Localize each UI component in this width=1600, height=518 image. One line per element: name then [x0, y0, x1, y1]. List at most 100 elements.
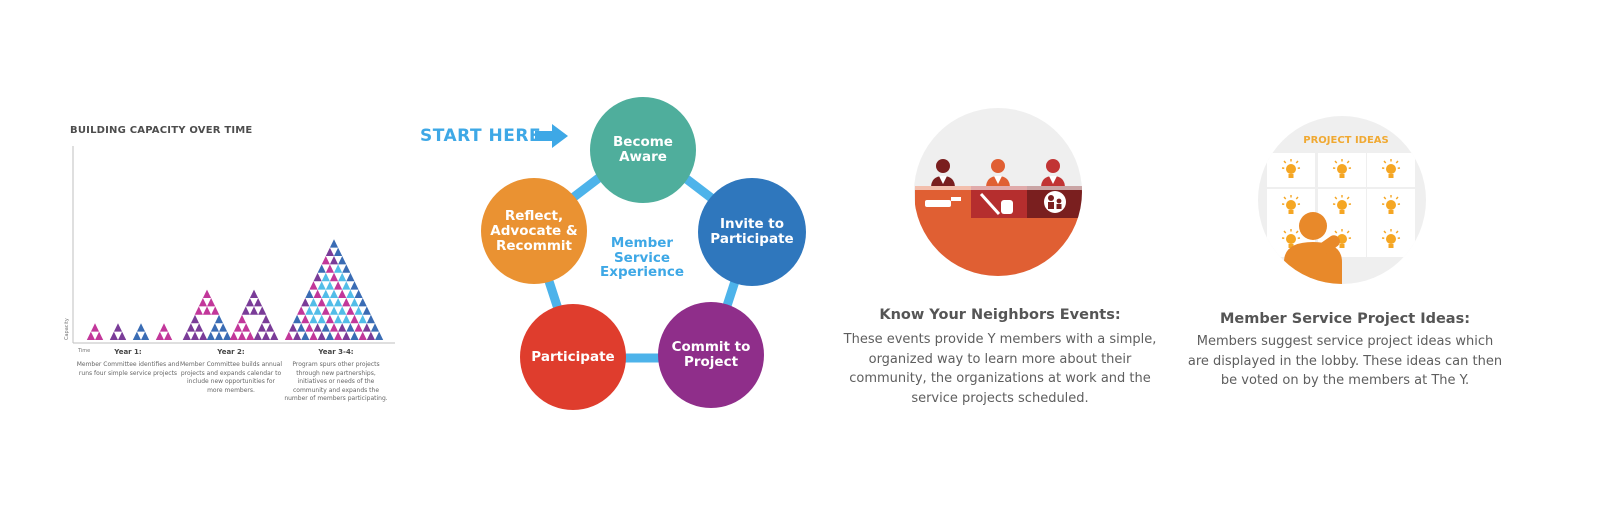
capacity-mark [334, 314, 343, 324]
capacity-mark [118, 331, 127, 340]
cycle-center-label: Member Service Experience [600, 235, 684, 280]
capacity-chart-graphic: Capacity Time [64, 146, 395, 354]
capacity-mark [245, 298, 254, 307]
capacity-mark [159, 323, 169, 332]
capacity-mark [309, 314, 318, 324]
capacity-mark [211, 306, 220, 315]
stage-become-aware: Become Aware [590, 97, 696, 203]
capacity-mark [317, 331, 326, 340]
capacity-mark [329, 272, 339, 282]
capacity-mark [214, 314, 224, 324]
capacity-mark [237, 331, 247, 340]
capacity-mark [198, 298, 207, 307]
ideas-desc-line: be voted on by the members at The Y. [1220, 373, 1470, 388]
capacity-mark [342, 281, 351, 290]
capacity-mark [113, 323, 123, 332]
capacity-mark [253, 331, 262, 340]
capacity-mark [206, 331, 215, 340]
capacity-mark [293, 331, 302, 340]
capacity-mark [297, 306, 306, 315]
capacity-mark [329, 256, 339, 265]
capacity-mark [207, 298, 216, 307]
capacity-mark [249, 306, 259, 315]
neighbors-desc-line: community, the organizations at work and… [849, 371, 1151, 386]
capacity-mark [342, 264, 351, 273]
capacity-mark [313, 289, 322, 298]
capacity-mark [329, 323, 339, 332]
capacity-mark [317, 314, 326, 324]
start-arrow-icon [535, 124, 568, 148]
capacity-mark [334, 281, 343, 290]
lightbulb-icon [1332, 159, 1352, 178]
capacity-mark [297, 323, 306, 332]
capacity-mark [366, 314, 375, 324]
capacity-mark [334, 331, 343, 340]
capacity-mark [164, 331, 173, 340]
capacity-mark [375, 331, 384, 340]
capacity-mark [317, 264, 326, 273]
capacity-mark [366, 331, 375, 340]
neighbors-desc-line: service projects scheduled. [911, 390, 1089, 406]
capacity-chart-panel: BUILDING CAPACITY OVER TIME Capacity Tim… [60, 118, 405, 418]
capacity-chart-title: BUILDING CAPACITY OVER TIME [70, 125, 253, 136]
capacity-mark [342, 298, 351, 307]
capacity-mark [309, 298, 318, 307]
capacity-mark [132, 331, 141, 340]
capacity-mark [86, 331, 95, 340]
capacity-mark [223, 331, 232, 340]
capacity-mark [233, 323, 242, 332]
stage-commit-to-project: Commit to Project [658, 302, 764, 408]
capacity-mark [338, 272, 347, 282]
ideas-desc-line: are displayed in the lobby. These ideas … [1187, 353, 1503, 369]
capacity-mark [329, 239, 339, 248]
service-cycle-panel: START HERE Become Aware Invite to Partic… [410, 90, 830, 430]
lightbulb-icon [1281, 229, 1301, 248]
capacity-mark [301, 298, 310, 307]
capacity-mark [301, 331, 310, 340]
capacity-mark [313, 323, 322, 332]
stage-desc-year-2: Member Committee builds annual projects … [179, 361, 282, 394]
capacity-mark [309, 331, 318, 340]
family-icon [1044, 191, 1066, 213]
capacity-mark [270, 331, 279, 340]
stage-desc-year-1: Member Committee identifies and runs fou… [76, 361, 180, 377]
stage-reflect-advocate-recommit: Reflect, Advocate & Recommit [481, 178, 587, 284]
capacity-mark [219, 323, 228, 332]
capacity-mark [261, 331, 271, 340]
capacity-mark [257, 323, 266, 332]
neighbors-floor [914, 218, 1082, 276]
capacity-mark [354, 323, 363, 332]
capacity-mark [350, 281, 359, 290]
neighbors-desc-line: organized way to learn more about their [868, 351, 1132, 367]
chair-icon [979, 192, 1013, 216]
person-icon [986, 159, 1010, 188]
capacity-mark [325, 298, 334, 307]
capacity-mark [90, 323, 100, 332]
capacity-mark [190, 314, 200, 324]
capacity-mark [346, 323, 355, 332]
capacity-mark [284, 331, 293, 340]
lightbulb-icon [1281, 195, 1301, 214]
ideas-title: Member Service Project Ideas: [1219, 311, 1471, 327]
capacity-mark [305, 323, 314, 332]
capacity-mark [305, 289, 314, 298]
capacity-mark [321, 323, 330, 332]
neighbors-events-panel: Know Your Neighbors Events: These events… [835, 100, 1165, 420]
capacity-mark [199, 331, 208, 340]
ideas-board-header: PROJECT IDEAS [1303, 135, 1389, 146]
capacity-mark [321, 256, 330, 265]
capacity-mark [321, 289, 330, 298]
capacity-mark [242, 323, 251, 332]
capacity-mark [317, 298, 326, 307]
capacity-mark [342, 314, 351, 324]
stage-label-year-2: Year 2: [217, 348, 245, 356]
start-here-label: START HERE [420, 126, 542, 146]
capacity-mark [249, 289, 259, 298]
capacity-mark [325, 281, 334, 290]
capacity-mark [342, 331, 351, 340]
lightbulb-icon [1381, 195, 1401, 214]
capacity-mark [321, 272, 330, 282]
person-icon [931, 159, 955, 188]
neighbors-description: These events provide Y members with a si… [835, 330, 1165, 408]
capacity-x-axis-label: Time [77, 348, 90, 354]
